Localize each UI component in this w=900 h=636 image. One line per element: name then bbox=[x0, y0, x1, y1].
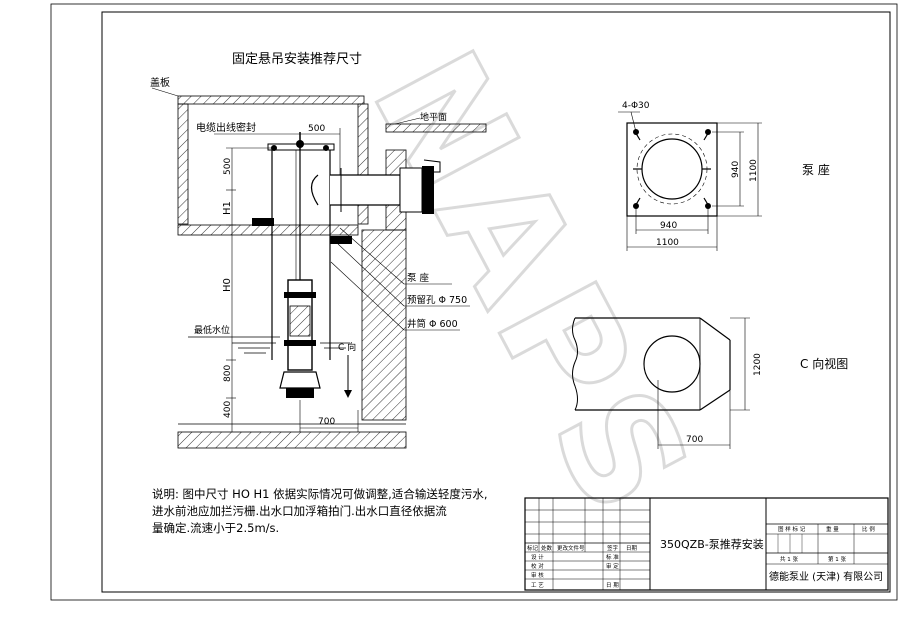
dim-800: 800 bbox=[223, 365, 233, 382]
right-header-scale: 比 例 bbox=[862, 525, 875, 533]
label-reserved-hole: 预留孔 Φ 750 bbox=[407, 294, 467, 306]
dim-seat-940-v: 940 bbox=[731, 161, 741, 178]
label-cable-seal: 电缆出线密封 bbox=[196, 121, 256, 134]
dim-seat-940-h: 940 bbox=[660, 221, 677, 231]
role-process: 工 艺 bbox=[531, 582, 544, 589]
dim-seat-1100-v: 1100 bbox=[749, 159, 759, 182]
role-review: 审 核 bbox=[531, 571, 544, 579]
seat-plate-right bbox=[330, 236, 352, 244]
dim-seat-1100-h: 1100 bbox=[656, 238, 679, 248]
sheet-no: 第 1 张 bbox=[828, 555, 846, 563]
rev-header-sign: 签字 bbox=[607, 544, 619, 552]
dim-700: 700 bbox=[318, 417, 335, 427]
sign-date: 日 期 bbox=[606, 582, 619, 589]
dim-c-700: 700 bbox=[686, 435, 703, 445]
right-header-mark: 图 样 标 记 bbox=[778, 525, 806, 533]
dim-seat-holes: 4-Φ30 bbox=[622, 101, 650, 111]
label-h0: H0 bbox=[222, 278, 233, 292]
left-wall bbox=[177, 103, 189, 225]
rev-header-file: 更改文件号 bbox=[557, 544, 585, 552]
seat-plate-left bbox=[252, 218, 274, 226]
dim-chain-left bbox=[226, 147, 272, 432]
rev-header-count: 处数 bbox=[541, 544, 553, 552]
label-ground: 地平面 bbox=[420, 111, 447, 123]
title-block-text: 标记 处数 更改文件号 签字 日期 设 计 校 对 审 核 工 艺 标 准 审 … bbox=[527, 525, 875, 589]
c-direction: C 向 bbox=[338, 341, 356, 398]
label-cover-plate: 盖板 bbox=[150, 76, 170, 89]
c-view bbox=[572, 317, 750, 449]
title-block bbox=[524, 497, 889, 591]
outer-frame bbox=[50, 3, 898, 601]
sheet-total: 共 1 张 bbox=[780, 555, 798, 563]
right-wall-upper bbox=[357, 103, 369, 225]
right-header-weight: 重 量 bbox=[826, 525, 839, 533]
view-title-c: C 向视图 bbox=[800, 356, 848, 371]
rev-header-mark: 标记 bbox=[527, 544, 539, 552]
drawing-name: 350QZB-泵推荐安装 bbox=[660, 537, 764, 551]
outlet-pipe bbox=[310, 159, 441, 214]
role-design: 设 计 bbox=[531, 553, 544, 561]
dim-500-side: 500 bbox=[223, 158, 233, 175]
role-check: 校 对 bbox=[531, 562, 544, 570]
rev-header-date: 日期 bbox=[626, 545, 638, 552]
label-c-dir: C 向 bbox=[338, 341, 356, 353]
label-pump-seat: 泵 座 bbox=[407, 272, 430, 284]
label-min-water: 最低水位 bbox=[194, 324, 230, 336]
label-h1: H1 bbox=[222, 201, 233, 215]
floor bbox=[177, 431, 407, 449]
dim-top-500 bbox=[300, 128, 341, 175]
water-level bbox=[188, 336, 350, 354]
drawing-title: 固定悬吊安装推荐尺寸 bbox=[232, 52, 362, 67]
dim-bottom-700 bbox=[299, 400, 359, 432]
cover-plate: 盖板 bbox=[150, 76, 365, 105]
label-well-tube: 井筒 Φ 600 bbox=[407, 318, 458, 330]
sign-standard: 标 准 bbox=[606, 553, 619, 561]
sign-approve: 审 定 bbox=[606, 562, 619, 570]
ground: 地平面 bbox=[385, 111, 487, 133]
inner-frame bbox=[101, 11, 891, 593]
view-title-pump-seat: 泵 座 bbox=[802, 162, 830, 177]
dim-400: 400 bbox=[223, 401, 233, 418]
pump-seat-view bbox=[618, 111, 762, 251]
dim-c-1200: 1200 bbox=[753, 353, 763, 376]
mid-slab bbox=[177, 224, 359, 236]
description-note: 说明: 图中尺寸 HO H1 依据实际情况可做调整,适合输送轻度污水, 进水前池… bbox=[152, 487, 488, 535]
leaders bbox=[330, 227, 470, 331]
company-name: 德能泵业 (天津) 有限公司 bbox=[769, 570, 883, 583]
right-wall bbox=[361, 229, 407, 421]
pump-body bbox=[279, 150, 321, 398]
dim-500-top: 500 bbox=[308, 124, 325, 134]
well-tube bbox=[267, 132, 335, 360]
